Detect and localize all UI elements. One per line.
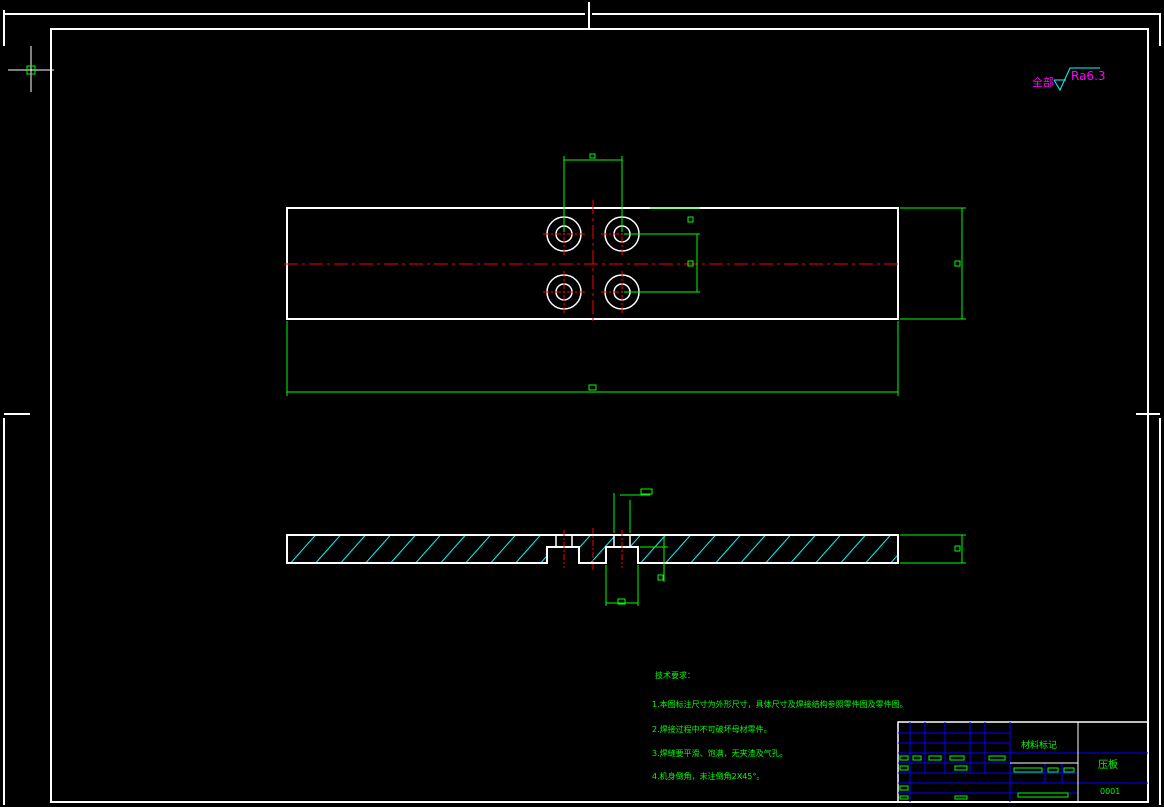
tech-note: 3.焊缝要平滑、饱满，无夹渣及气孔。 xyxy=(652,748,788,758)
section-outline xyxy=(286,534,899,564)
tech-title: 技术要求： xyxy=(655,670,695,680)
top-view xyxy=(284,153,966,396)
tech-note: 2.焊接过程中不可破坏母材零件。 xyxy=(652,724,772,734)
sheet-border xyxy=(3,2,1161,805)
section-hatch xyxy=(287,535,898,563)
tech-note: 4.机身倒角，未注倒角2X45°。 xyxy=(652,771,764,781)
top-view-dimensions xyxy=(286,153,966,396)
title-block: 材料标记 压板 0001 xyxy=(897,721,1149,803)
section-view xyxy=(286,488,966,606)
inner-frame xyxy=(50,28,1149,803)
part-name: 压板 xyxy=(1098,758,1118,771)
roughness-prefix: 全部 xyxy=(1032,75,1054,89)
technical-requirements: 技术要求： 1.本图标注尺寸为外形尺寸，具体尺寸及焊接结构参照零件图及零件图。 … xyxy=(652,670,908,781)
roughness-symbol: 全部 Ra6.3 xyxy=(1032,67,1106,92)
tech-note: 1.本图标注尺寸为外形尺寸，具体尺寸及焊接结构参照零件图及零件图。 xyxy=(652,699,908,709)
material-mark: 材料标记 xyxy=(1021,739,1057,751)
cursor-crosshair-icon xyxy=(8,46,54,92)
section-dimensions xyxy=(605,488,966,606)
bolt-hole xyxy=(543,271,585,313)
drawing-number: 0001 xyxy=(1100,787,1120,796)
roughness-value: Ra6.3 xyxy=(1071,69,1106,83)
